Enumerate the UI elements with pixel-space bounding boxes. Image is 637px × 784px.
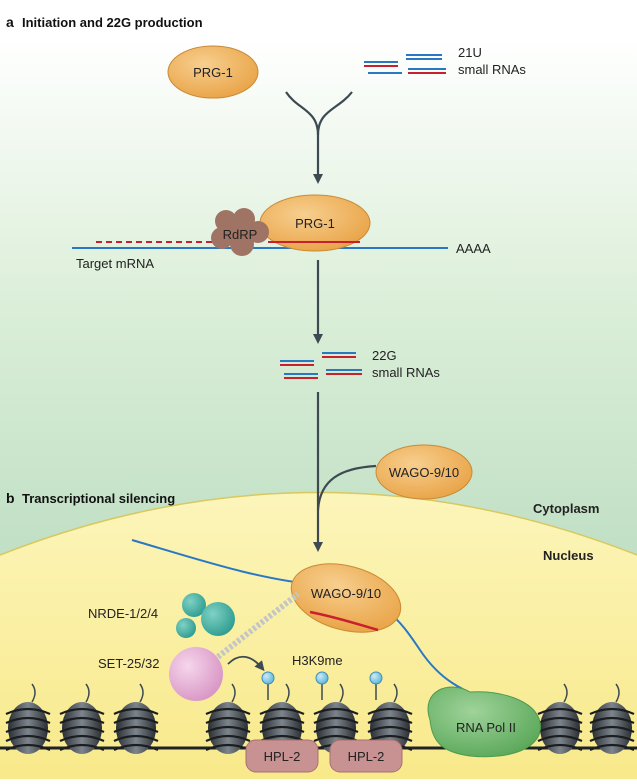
nucleosome — [589, 683, 635, 754]
hpl2-right: HPL-2 — [329, 739, 403, 773]
small-21u-line2: small RNAs — [458, 62, 526, 77]
nucleosome — [59, 683, 105, 754]
nucleus-label: Nucleus — [543, 548, 594, 563]
hpl2-left: HPL-2 — [245, 739, 319, 773]
small-22g-line2: small RNAs — [372, 365, 440, 380]
rdrp-complex: RdRP — [211, 208, 269, 256]
panel-a-letter: a — [6, 14, 14, 30]
set-25-32 — [169, 647, 223, 701]
merge-arrow-right — [316, 91, 353, 136]
chromatin — [5, 683, 635, 754]
panel-b-title: Transcriptional silencing — [22, 491, 175, 506]
nucleosome — [113, 683, 159, 754]
nucleosome — [5, 683, 51, 754]
hpl2-right-label: HPL-2 — [348, 749, 385, 764]
hpl2-left-label: HPL-2 — [264, 749, 301, 764]
nucleosome — [537, 683, 583, 754]
prg1-top-label: PRG-1 — [193, 65, 233, 80]
h3k9me-marks — [261, 671, 383, 700]
small-rna-21u — [364, 54, 446, 74]
wago-bound-22g — [309, 610, 379, 632]
rdrp-label: RdRP — [223, 227, 258, 242]
wago-top-label: WAGO-9/10 — [389, 465, 459, 480]
panel-a-title: Initiation and 22G production — [22, 15, 203, 30]
prg1-top: PRG-1 — [167, 45, 259, 99]
wago-join-arrow — [316, 464, 377, 511]
prg1-mid-label: PRG-1 — [295, 216, 335, 231]
small-rna-22g — [280, 352, 362, 379]
target-mrna-label: Target mRNA — [76, 256, 154, 271]
rna-pol-ii: RNA Pol II — [427, 686, 541, 758]
small-22g-line1: 22G — [372, 348, 397, 363]
polya-label: AAAA — [456, 241, 491, 256]
interaction-link — [212, 591, 300, 663]
wago-nuclear-label: WAGO-9/10 — [311, 586, 381, 601]
wago-top: WAGO-9/10 — [375, 444, 473, 500]
nrde-label: NRDE-1/2/4 — [88, 606, 158, 621]
prg1-middle: PRG-1 — [259, 194, 371, 252]
small-21u-line1: 21U — [458, 45, 482, 60]
set-label: SET-25/32 — [98, 656, 159, 671]
panel-b-letter: b — [6, 490, 15, 506]
h3k9me-label: H3K9me — [292, 653, 343, 668]
cytoplasm-label: Cytoplasm — [533, 501, 599, 516]
methylation-arrow — [227, 655, 265, 672]
polii-label: RNA Pol II — [456, 720, 516, 735]
nrde-complex — [176, 593, 235, 638]
